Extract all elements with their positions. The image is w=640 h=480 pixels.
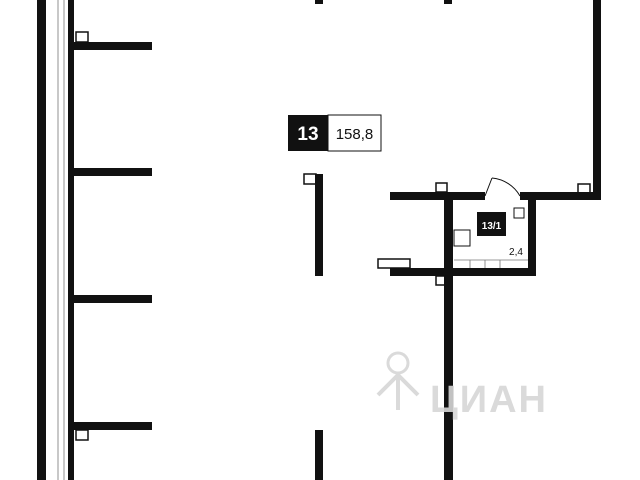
- left-wall-ribs: [74, 31, 152, 441]
- room-13-area-box: [327, 114, 382, 152]
- watermark: ЦИАН: [376, 351, 548, 421]
- right-exterior-wall: [577, 0, 601, 198]
- watermark-text: ЦИАН: [430, 379, 548, 421]
- room-13-1-id: 13/1: [482, 221, 502, 232]
- left-exterior-wall: [37, 0, 74, 480]
- room-13-id-badge: [288, 115, 328, 151]
- room-13-1-area: 2,4: [509, 247, 523, 258]
- room-13-label: 13 158,8: [288, 114, 382, 152]
- bathroom-walls: [377, 177, 601, 286]
- room-13-1-label: 13/1 2,4: [477, 212, 523, 258]
- lower-partition-wall: [444, 276, 453, 480]
- room-13-area: 158,8: [336, 126, 374, 143]
- room-13-1-id-badge: [477, 212, 506, 236]
- top-wall-stubs: [315, 0, 452, 4]
- watermark-logo-icon: [376, 351, 420, 410]
- room-13-id: 13: [297, 124, 318, 145]
- central-partition: [303, 173, 323, 480]
